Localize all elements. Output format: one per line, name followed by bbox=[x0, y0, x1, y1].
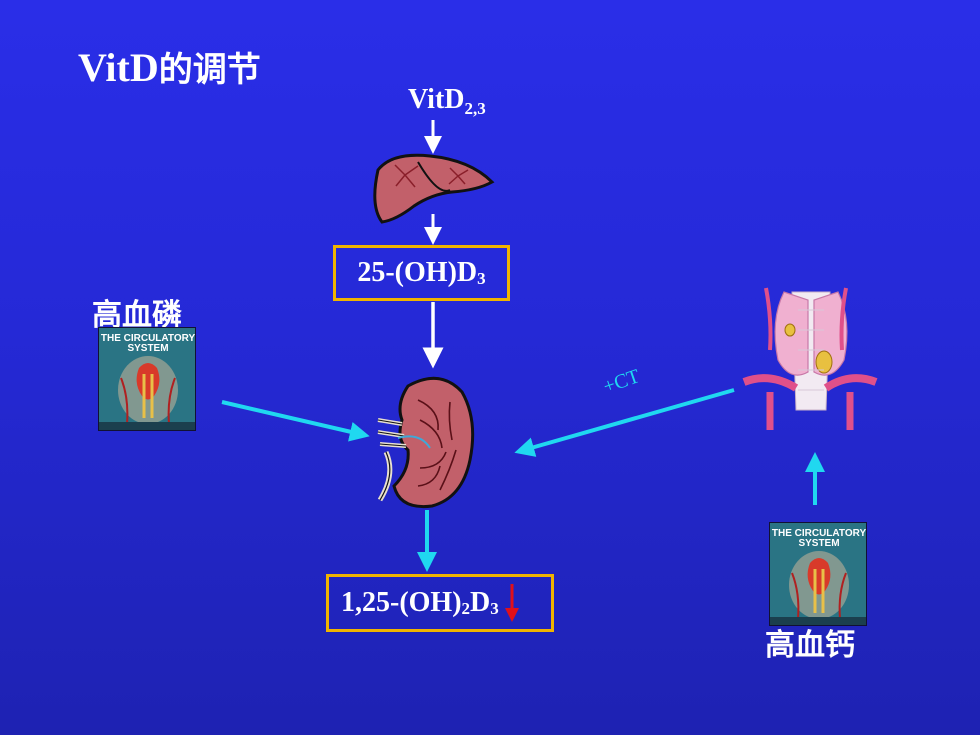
box2-sub2: 3 bbox=[490, 599, 499, 618]
title-latin: VitD bbox=[78, 45, 159, 90]
box1-sub: 3 bbox=[477, 269, 486, 288]
kidney-icon bbox=[377, 376, 475, 509]
vitd-source-label: VitD2,3 bbox=[408, 84, 486, 118]
liver-icon bbox=[373, 153, 495, 224]
vitd-subscript: 2,3 bbox=[464, 99, 486, 118]
slide-title: VitD的调节 bbox=[78, 42, 261, 91]
arrow-calcitonin-to-kidney bbox=[514, 388, 735, 457]
box2-mid: D bbox=[470, 587, 491, 618]
circulatory-book-icon-2: THE CIRCULATORY SYSTEM bbox=[769, 522, 867, 626]
book1-line1: THE CIRCULATORY bbox=[101, 333, 196, 344]
circulatory-book-icon: THE CIRCULATORY SYSTEM bbox=[98, 327, 196, 431]
thyroid-parathyroid-icon bbox=[742, 287, 878, 430]
title-cjk: 的调节 bbox=[158, 50, 261, 90]
box2-sub1: 2 bbox=[461, 599, 471, 618]
book1-line2: SYSTEM bbox=[127, 343, 168, 354]
book2-line2: SYSTEM bbox=[798, 538, 839, 549]
box1-text: 25-(OH)D bbox=[357, 257, 478, 288]
box2-prefix: 1,25-(OH) bbox=[341, 587, 462, 618]
decrease-arrow-icon bbox=[504, 584, 519, 622]
high-calcium-label: 高血钙 bbox=[765, 628, 855, 663]
arrow-phosphate-to-kidney bbox=[221, 400, 370, 442]
vitd-label: VitD bbox=[408, 84, 465, 115]
book2-line1: THE CIRCULATORY bbox=[772, 528, 867, 539]
